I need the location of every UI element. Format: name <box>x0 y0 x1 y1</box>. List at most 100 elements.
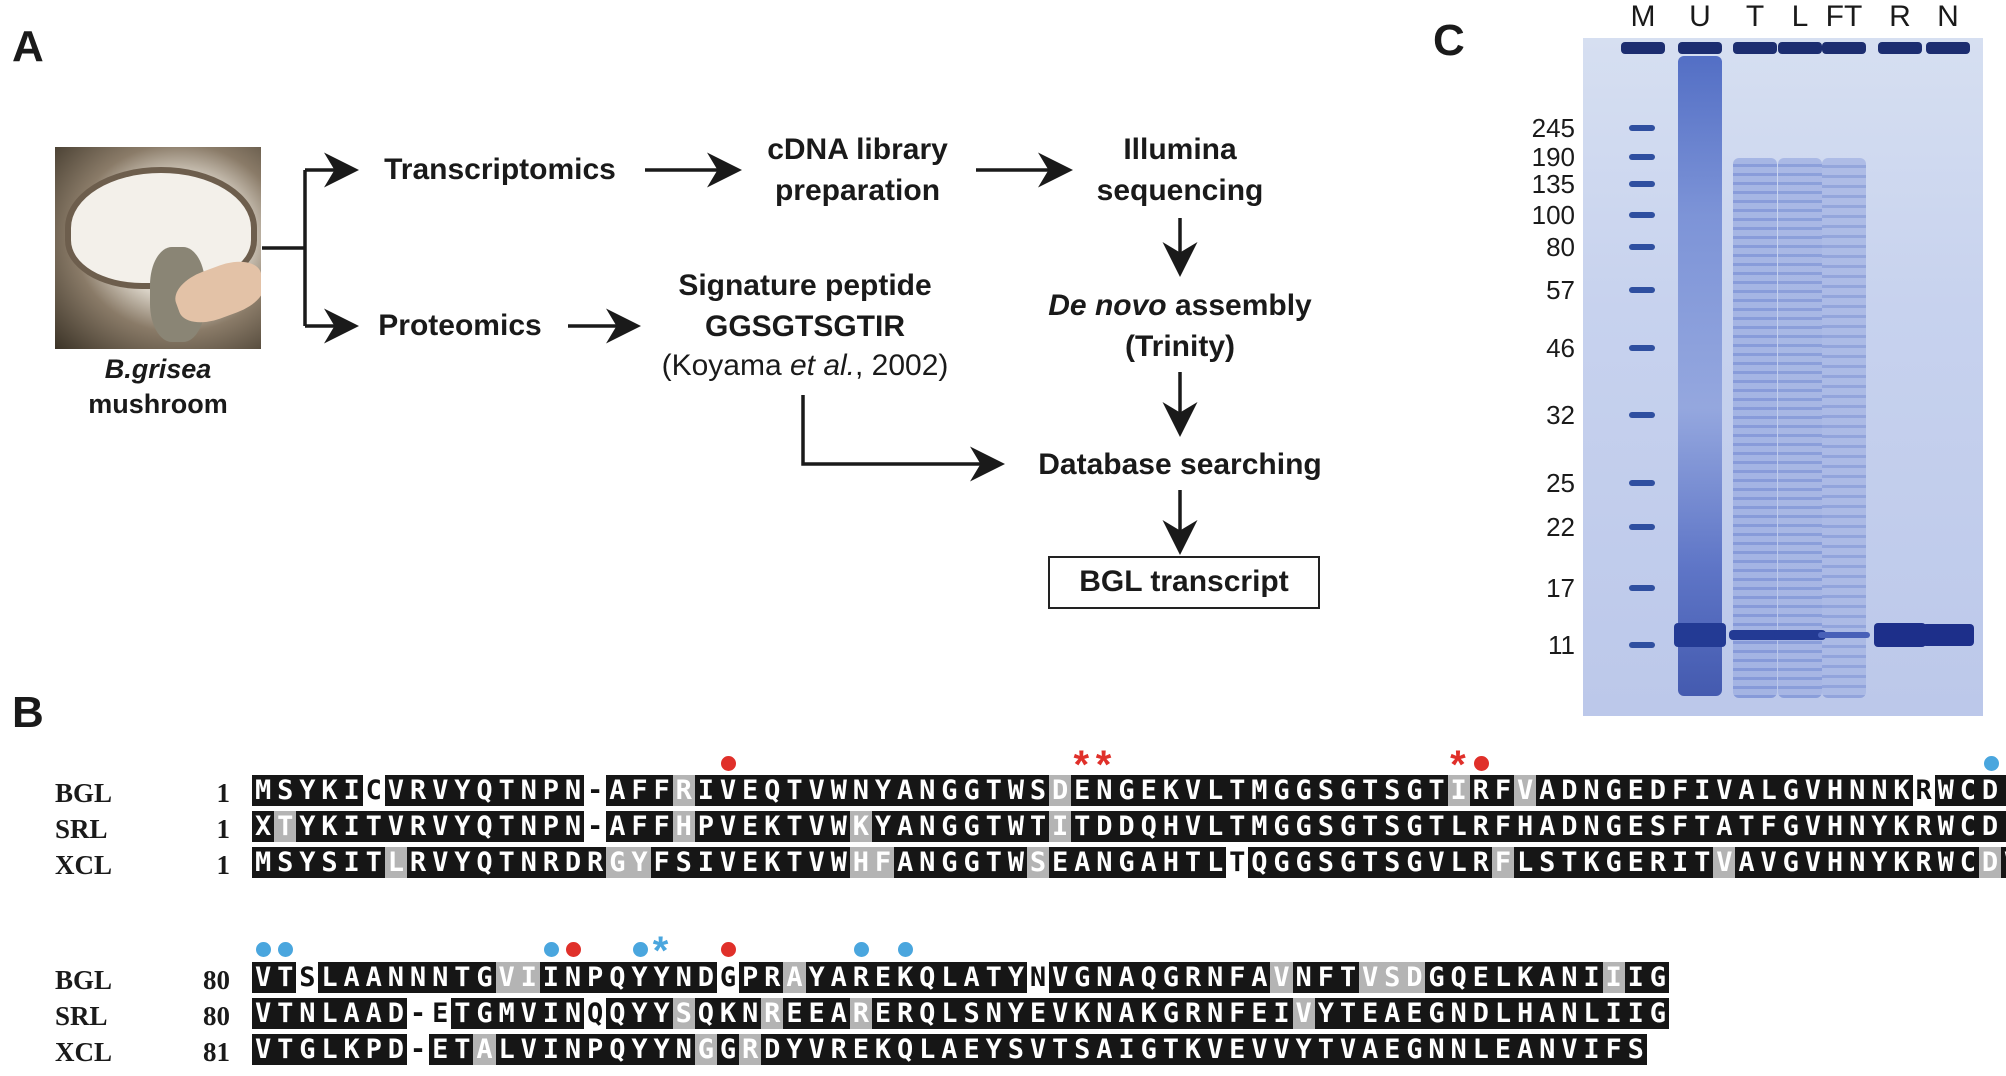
residue: N <box>1425 1034 1448 1065</box>
residue: V <box>1713 847 1736 878</box>
residue: T <box>1425 811 1448 842</box>
ladder-band <box>1629 244 1655 250</box>
residue: F <box>1226 962 1249 993</box>
gel-lane-label: R <box>1889 0 1911 33</box>
residue: G <box>1270 775 1293 806</box>
denovo-italic: De novo <box>1048 289 1167 322</box>
residue: G <box>1403 775 1426 806</box>
residue: L <box>1491 962 1515 993</box>
residue: T <box>1691 811 1714 842</box>
residue: D <box>384 1034 407 1065</box>
residue: I <box>340 811 363 842</box>
red-dot-marker <box>1474 756 1490 771</box>
residue: G <box>473 962 496 993</box>
residue: E <box>871 962 895 993</box>
residue: F <box>1226 998 1249 1029</box>
residue: V <box>1801 775 1824 806</box>
residue: R <box>1912 811 1935 842</box>
residue: E <box>1071 775 1094 806</box>
residue: A <box>1115 998 1138 1029</box>
residue: V <box>1514 775 1537 806</box>
gel-well <box>1926 42 1970 54</box>
residue: S <box>672 847 695 878</box>
residue: R <box>539 847 562 878</box>
residue: C <box>365 775 382 806</box>
residue: N <box>1580 811 1603 842</box>
residue: V <box>2001 847 2006 878</box>
arrow-signature-to-database <box>801 395 1005 482</box>
residue: Y <box>451 847 474 878</box>
residue: A <box>938 1034 961 1065</box>
residue: E <box>1624 811 1647 842</box>
residue: L <box>1447 847 1470 878</box>
ladder-band <box>1629 154 1655 160</box>
residue: R <box>1181 962 1205 993</box>
residue: I <box>1624 962 1647 993</box>
residue: W <box>1004 811 1027 842</box>
residue: W <box>1004 775 1027 806</box>
residue: G <box>1425 962 1448 993</box>
residue: A <box>1093 1034 1116 1065</box>
residue: Q <box>916 962 939 993</box>
residue: I <box>1580 1034 1603 1065</box>
protein-band <box>1818 632 1870 638</box>
residue: A <box>1514 1034 1537 1065</box>
residue: - <box>587 811 604 842</box>
residue: Y <box>628 1034 651 1065</box>
residue: T <box>1336 998 1360 1029</box>
residue: F <box>628 811 651 842</box>
residue: V <box>384 811 407 842</box>
sequence-name: XCL <box>55 850 113 880</box>
residue: E <box>871 998 895 1029</box>
residue: A <box>827 962 850 993</box>
residue: N <box>561 1034 585 1065</box>
residue: E <box>1226 1034 1249 1065</box>
residue: E <box>739 811 762 842</box>
sequence-start-position: 80 <box>203 1001 230 1031</box>
residue: A <box>362 962 385 993</box>
residue: K <box>849 811 872 842</box>
residue: N <box>561 811 585 842</box>
residue: I <box>1447 775 1470 806</box>
residue: K <box>1181 1034 1205 1065</box>
residue: G <box>960 775 983 806</box>
residue: D <box>1978 775 2002 806</box>
residue: P <box>362 1034 385 1065</box>
residue: D <box>1049 775 1072 806</box>
residue: N <box>1846 847 1869 878</box>
residue: G <box>938 811 961 842</box>
ladder-band <box>1629 287 1655 293</box>
residue: Y <box>296 847 319 878</box>
residue: Q <box>1447 962 1470 993</box>
sds-page-gel <box>1583 38 1983 716</box>
residue: A <box>1381 998 1404 1029</box>
residue: Q <box>1248 847 1271 878</box>
residue: Y <box>650 998 673 1029</box>
residue: L <box>384 847 407 878</box>
residue: S <box>1536 847 1559 878</box>
residue: L <box>1580 998 1603 1029</box>
gel-lane-smear <box>1733 158 1777 698</box>
residue: F <box>871 847 895 878</box>
residue: V <box>805 1034 828 1065</box>
mw-marker-label: 46 <box>1546 333 1575 363</box>
residue: D <box>1403 962 1426 993</box>
residue: G <box>1646 998 1669 1029</box>
species-label: B.grisea mushroom <box>55 352 261 422</box>
residue: Y <box>628 962 651 993</box>
residue: E <box>1137 775 1160 806</box>
residue: M <box>252 775 275 806</box>
residue: T <box>362 847 385 878</box>
residue: T <box>1336 962 1360 993</box>
residue: L <box>1204 847 1227 878</box>
residue: R <box>1469 847 1492 878</box>
ladder-band <box>1629 642 1655 648</box>
residue: Y <box>1004 998 1027 1029</box>
panel-label-b: B <box>12 688 44 737</box>
residue: V <box>252 998 275 1029</box>
residue: T <box>1026 811 1050 842</box>
residue: A <box>1735 775 1758 806</box>
residue: D <box>1978 847 2002 878</box>
residue: Q <box>473 775 496 806</box>
